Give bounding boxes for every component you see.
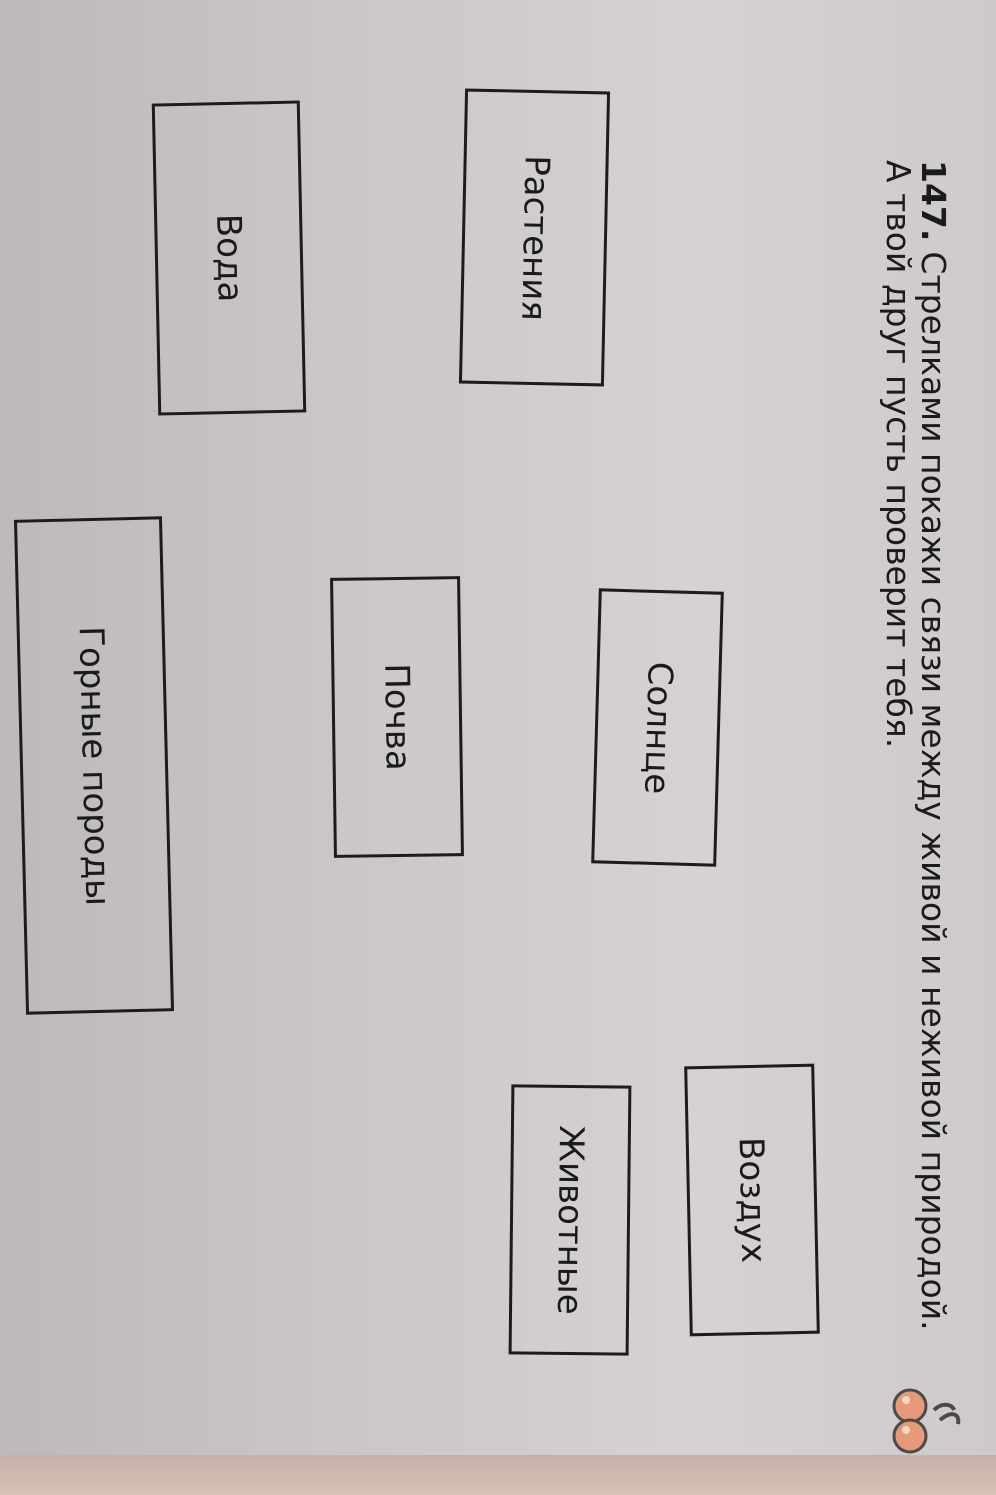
box-plants[interactable]: Растения: [458, 88, 611, 387]
apple-icon: [892, 1388, 961, 1454]
box-rocks[interactable]: Горные породы: [13, 516, 175, 1015]
box-plants-label: Растения: [512, 154, 557, 321]
box-sun[interactable]: Солнце: [591, 588, 724, 867]
box-water[interactable]: Вода: [151, 100, 307, 416]
box-air[interactable]: Воздух: [684, 1063, 820, 1337]
box-sun-label: Солнце: [635, 660, 680, 795]
exercise-task: 147.Стрелками покажи связи между живой и…: [879, 160, 953, 1340]
box-water-label: Вода: [208, 213, 250, 303]
box-air-label: Воздух: [730, 1136, 774, 1264]
box-soil[interactable]: Почва: [330, 576, 464, 858]
box-animals[interactable]: Животные: [508, 1084, 632, 1356]
exercise-text: Стрелками покажи связи между живой и неж…: [879, 160, 953, 1331]
exercise-number: 147.: [914, 160, 953, 242]
page-edge: [0, 1455, 996, 1495]
box-rocks-label: Горные породы: [70, 625, 118, 906]
box-soil-label: Почва: [376, 663, 418, 771]
box-animals-label: Животные: [549, 1125, 591, 1315]
